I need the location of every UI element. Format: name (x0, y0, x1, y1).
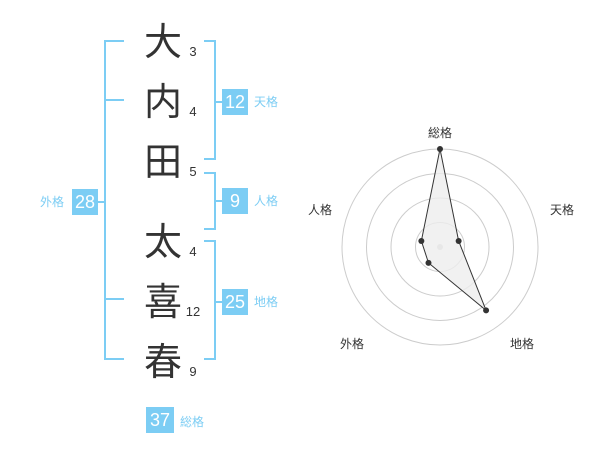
chikaku-badge: 25 (222, 289, 248, 315)
radar-label-soukaku: 総格 (428, 126, 453, 140)
gaikaku-badge: 28 (72, 189, 98, 215)
radar-label-gaikaku: 外格 (340, 337, 365, 351)
jinkaku-label: 人格 (254, 194, 279, 208)
name-char-5: 喜 (143, 280, 182, 324)
stroke-count-2: 4 (189, 104, 197, 119)
soukaku-label: 総格 (180, 415, 205, 429)
stroke-count-5: 12 (185, 304, 201, 319)
name-char-2: 内 (143, 80, 182, 124)
tenkaku-badge: 12 (222, 89, 248, 115)
radar-point-4 (425, 259, 432, 266)
soukaku-badge: 37 (146, 407, 174, 433)
tenkaku-label: 天格 (254, 95, 279, 109)
stroke-count-4: 4 (189, 244, 197, 259)
chikaku-label: 地格 (254, 295, 279, 309)
radar-point-3 (483, 307, 490, 314)
stroke-count-1: 3 (189, 44, 197, 59)
radar-point-2 (455, 237, 462, 244)
radar-point-1 (437, 146, 443, 152)
name-char-3: 田 (143, 140, 182, 184)
gaikaku-label: 外格 (40, 195, 65, 209)
stroke-count-3: 5 (189, 164, 197, 179)
radar-polygon (420, 148, 487, 311)
jinkaku-badge: 9 (222, 188, 248, 214)
name-char-1: 大 (143, 20, 182, 64)
radar-label-tenkaku: 天格 (550, 203, 575, 217)
name-char-4: 太 (143, 220, 182, 264)
radar-label-jinkaku: 人格 (308, 203, 333, 217)
name-char-6: 春 (143, 340, 182, 384)
radar-label-chikaku: 地格 (510, 337, 535, 351)
radar-point-5 (418, 237, 425, 244)
stroke-count-6: 9 (189, 364, 197, 379)
